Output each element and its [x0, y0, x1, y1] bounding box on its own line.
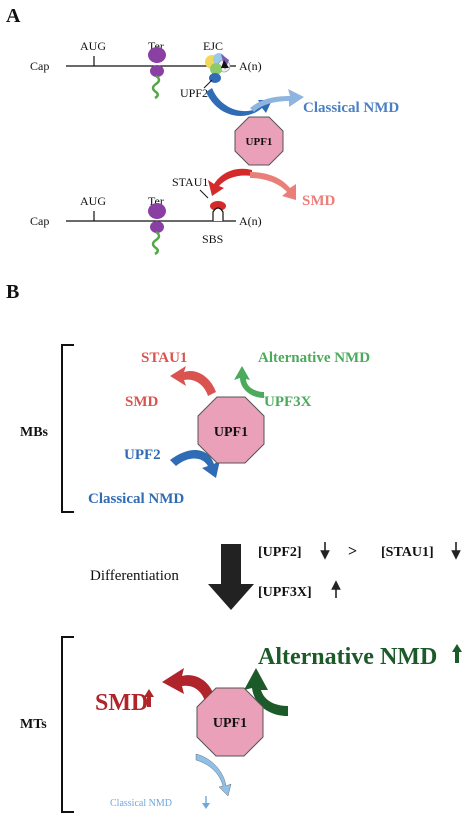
- top-cap-label: Cap: [30, 59, 49, 73]
- panel-a-label: A: [6, 5, 21, 27]
- upf3x-level-label: [UPF3X]: [258, 585, 312, 600]
- upf1-octagon-mbs: UPF1: [197, 396, 265, 464]
- stau1-level-label: [STAU1]: [381, 545, 434, 560]
- smd-label-mbs: SMD: [125, 394, 159, 410]
- upf1-label-mts: UPF1: [213, 716, 247, 731]
- top-polya-label: A(n): [239, 59, 262, 73]
- upf1-label-mbs: UPF1: [214, 425, 248, 440]
- ribosome-icon: [148, 203, 166, 256]
- upf2-classical-arrow-mbs: [170, 449, 220, 478]
- alternative-nmd-label-mts: Alternative NMD: [258, 644, 437, 670]
- stau1-label-a: STAU1: [172, 175, 208, 189]
- upf1-octagon-a: UPF1: [234, 116, 284, 166]
- top-ejc-label: EJC: [203, 39, 223, 53]
- smd-arrow-mts: [162, 668, 215, 706]
- top-aug-label: AUG: [80, 39, 106, 53]
- classical-nmd-label-mbs: Classical NMD: [88, 491, 184, 507]
- upf3x-label-mbs: UPF3X: [264, 394, 312, 410]
- stau1-smd-arrow-mbs: [170, 366, 216, 396]
- differentiation-arrow: [208, 544, 254, 610]
- smd-label-a: SMD: [302, 193, 336, 209]
- upf1-octagon-mts: UPF1: [196, 687, 264, 757]
- altnmd-up-arrow-icon: [452, 644, 462, 663]
- mbs-label: MBs: [20, 425, 49, 440]
- upf1-label-a: UPF1: [246, 136, 273, 148]
- panel-b-label: B: [6, 281, 19, 303]
- mts-bracket: [61, 636, 74, 813]
- sbs-label: SBS: [202, 232, 223, 246]
- ribosome-icon: [148, 47, 166, 100]
- classical-nmd-out-arrow: [250, 89, 304, 112]
- top-mrna: Cap AUG Ter EJC A(n) UPF2: [30, 39, 262, 100]
- mbs-bracket: [61, 344, 74, 513]
- classical-nmd-down-arrowhead-icon: [202, 803, 210, 809]
- classical-nmd-label-a: Classical NMD: [303, 100, 399, 116]
- smd-label-mts: SMD: [95, 690, 148, 716]
- upf2-level-label: [UPF2]: [258, 545, 302, 560]
- smd-in-arrow: [208, 168, 252, 196]
- upf3x-altnmd-arrow-mbs: [234, 366, 264, 398]
- stau1-label-mbs: STAU1: [141, 350, 187, 366]
- bottom-aug-label: AUG: [80, 194, 106, 208]
- ejc-complex-icon: [205, 53, 231, 83]
- bottom-mrna: Cap AUG Ter STAU1 SBS A(n): [30, 175, 262, 256]
- mts-label: MTs: [20, 717, 47, 732]
- upf2-label-a: UPF2: [180, 86, 208, 100]
- alternative-nmd-label-mbs: Alternative NMD: [258, 350, 370, 366]
- classical-nmd-in-arrow: [206, 88, 272, 116]
- stau1-stem-loop-icon: [210, 201, 226, 221]
- differentiation-label: Differentiation: [90, 568, 179, 584]
- altnmd-arrow-mts: [244, 668, 288, 716]
- upf2-label-mbs: UPF2: [124, 447, 161, 463]
- smd-up-arrow-icon: [144, 689, 154, 707]
- smd-out-arrow: [250, 172, 296, 200]
- classical-nmd-label-mts: Classical NMD: [110, 798, 172, 809]
- bottom-polya-label: A(n): [239, 214, 262, 228]
- greater-than-symbol: >: [348, 543, 357, 560]
- bottom-cap-label: Cap: [30, 214, 49, 228]
- classical-nmd-arrow-mts: [195, 753, 232, 797]
